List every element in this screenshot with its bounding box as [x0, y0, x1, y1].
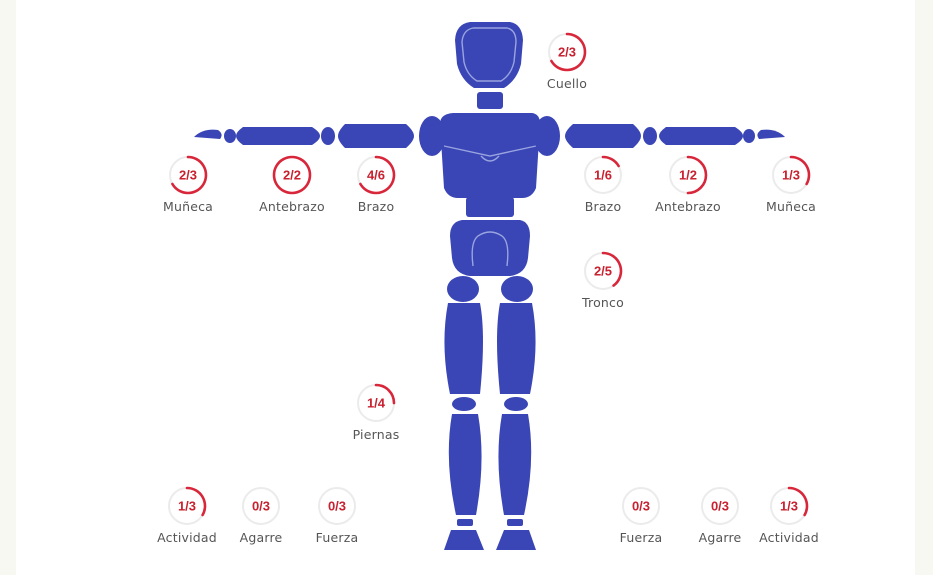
progress-value: 0/3	[252, 499, 270, 514]
progress-ring: 1/4	[356, 383, 396, 423]
body-map-panel: 2/3 Cuello 2/3 Muñeca 2/2 Antebrazo 4/6 …	[16, 0, 915, 575]
thigh-left-side[interactable]	[444, 303, 483, 394]
progress-ring: 0/3	[241, 486, 281, 526]
wrist-right-side[interactable]	[743, 129, 755, 143]
knee-right-side[interactable]	[504, 397, 528, 411]
indicator-actividad-left[interactable]: 1/3 Actividad	[729, 486, 849, 545]
progress-value: 1/6	[594, 168, 612, 183]
progress-value: 2/2	[283, 168, 301, 183]
pelvis-shape[interactable]	[450, 220, 530, 276]
foot-right-side[interactable]	[496, 530, 536, 550]
indicator-muneca-left[interactable]: 1/3 Muñeca	[731, 155, 851, 214]
indicator-label: Tronco	[543, 295, 663, 310]
progress-value: 1/3	[178, 499, 196, 514]
shoulder-right-side[interactable]	[534, 116, 560, 156]
progress-value: 0/3	[328, 499, 346, 514]
progress-ring: 1/6	[583, 155, 623, 195]
hip-joint-left-side[interactable]	[447, 276, 479, 302]
progress-ring: 1/2	[668, 155, 708, 195]
progress-ring: 4/6	[356, 155, 396, 195]
progress-ring: 0/3	[317, 486, 357, 526]
progress-ring: 2/5	[583, 251, 623, 291]
indicator-piernas[interactable]: 1/4 Piernas	[316, 383, 436, 442]
progress-value: 1/3	[782, 168, 800, 183]
shin-right-side[interactable]	[498, 414, 531, 515]
hand-left-side[interactable]	[194, 130, 222, 139]
knee-left-side[interactable]	[452, 397, 476, 411]
indicator-muneca-right[interactable]: 2/3 Muñeca	[128, 155, 248, 214]
elbow-left-side[interactable]	[321, 127, 335, 145]
progress-value: 0/3	[632, 499, 650, 514]
shin-left-side[interactable]	[449, 414, 482, 515]
ankle-left-side[interactable]	[457, 519, 473, 526]
progress-value: 1/4	[367, 396, 386, 411]
progress-value: 1/2	[679, 168, 697, 183]
progress-value: 2/3	[179, 168, 197, 183]
progress-ring: 2/3	[168, 155, 208, 195]
neck-shape[interactable]	[477, 92, 503, 109]
progress-ring: 2/3	[547, 32, 587, 72]
hip-joint-right-side[interactable]	[501, 276, 533, 302]
indicator-label: Actividad	[729, 530, 849, 545]
progress-value: 2/5	[594, 264, 612, 279]
progress-value: 1/3	[780, 499, 798, 514]
indicator-brazo-right[interactable]: 4/6 Brazo	[316, 155, 436, 214]
progress-ring: 2/2	[272, 155, 312, 195]
upper-arm-right-side[interactable]	[565, 124, 641, 148]
indicator-label: Fuerza	[277, 530, 397, 545]
progress-ring: 0/3	[621, 486, 661, 526]
indicator-antebrazo-left[interactable]: 1/2 Antebrazo	[628, 155, 748, 214]
forearm-right-side[interactable]	[659, 127, 743, 145]
indicator-tronco[interactable]: 2/5 Tronco	[543, 251, 663, 310]
indicator-label: Muñeca	[731, 199, 851, 214]
indicator-fuerza-right[interactable]: 0/3 Fuerza	[277, 486, 397, 545]
hand-right-side[interactable]	[757, 130, 785, 139]
thigh-right-side[interactable]	[497, 303, 536, 394]
elbow-right-side[interactable]	[643, 127, 657, 145]
waist-shape[interactable]	[466, 197, 514, 217]
progress-ring: 1/3	[771, 155, 811, 195]
progress-value: 0/3	[711, 499, 729, 514]
indicator-label: Antebrazo	[628, 199, 748, 214]
upper-arm-left-side[interactable]	[338, 124, 414, 148]
indicator-label: Cuello	[507, 76, 627, 91]
progress-value: 2/3	[558, 45, 576, 60]
shoulder-left-side[interactable]	[419, 116, 445, 156]
ankle-right-side[interactable]	[507, 519, 523, 526]
foot-left-side[interactable]	[444, 530, 484, 550]
wrist-left-side[interactable]	[224, 129, 236, 143]
progress-value: 4/6	[367, 168, 385, 183]
progress-ring: 1/3	[769, 486, 809, 526]
forearm-left-side[interactable]	[236, 127, 320, 145]
indicator-cuello[interactable]: 2/3 Cuello	[507, 32, 627, 91]
indicator-label: Piernas	[316, 427, 436, 442]
indicator-label: Muñeca	[128, 199, 248, 214]
indicator-label: Brazo	[316, 199, 436, 214]
